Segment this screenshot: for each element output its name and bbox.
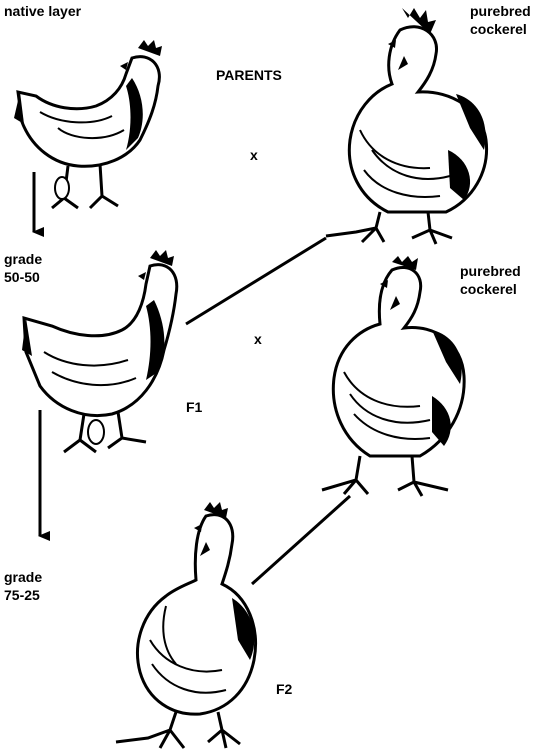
purebred-label-line: purebred — [460, 262, 521, 280]
cross-line-1 — [186, 238, 326, 324]
native-layer-hen-illustration — [14, 40, 162, 208]
grade-label-line: grade — [4, 250, 42, 268]
cockerel-label-line: cockerel — [470, 20, 531, 38]
purebred-cockerel-label-2: purebred cockerel — [460, 262, 521, 298]
cross-symbol-2: x — [254, 330, 262, 348]
grade-75-25-label: grade 75-25 — [4, 568, 42, 604]
grade-50-50-hen-illustration — [22, 250, 177, 452]
grade-label-line: grade — [4, 568, 42, 586]
native-layer-label: native layer — [4, 2, 81, 20]
purebred-cockerel-label-1: purebred cockerel — [470, 2, 531, 38]
ratio-label-line: 75-25 — [4, 586, 42, 604]
f2-label: F2 — [276, 680, 292, 698]
purebred-cockerel-illustration-1 — [326, 8, 487, 244]
parents-label: PARENTS — [216, 66, 282, 84]
f1-label: F1 — [186, 398, 202, 416]
grade-50-50-label: grade 50-50 — [4, 250, 42, 286]
cross-line-2 — [252, 496, 350, 584]
purebred-label-line: purebred — [470, 2, 531, 20]
grade-75-25-hen-illustration — [116, 502, 256, 748]
ratio-label-line: 50-50 — [4, 268, 42, 286]
purebred-cockerel-illustration-2 — [322, 256, 464, 496]
cockerel-label-line: cockerel — [460, 280, 521, 298]
cross-symbol-1: x — [250, 146, 258, 164]
